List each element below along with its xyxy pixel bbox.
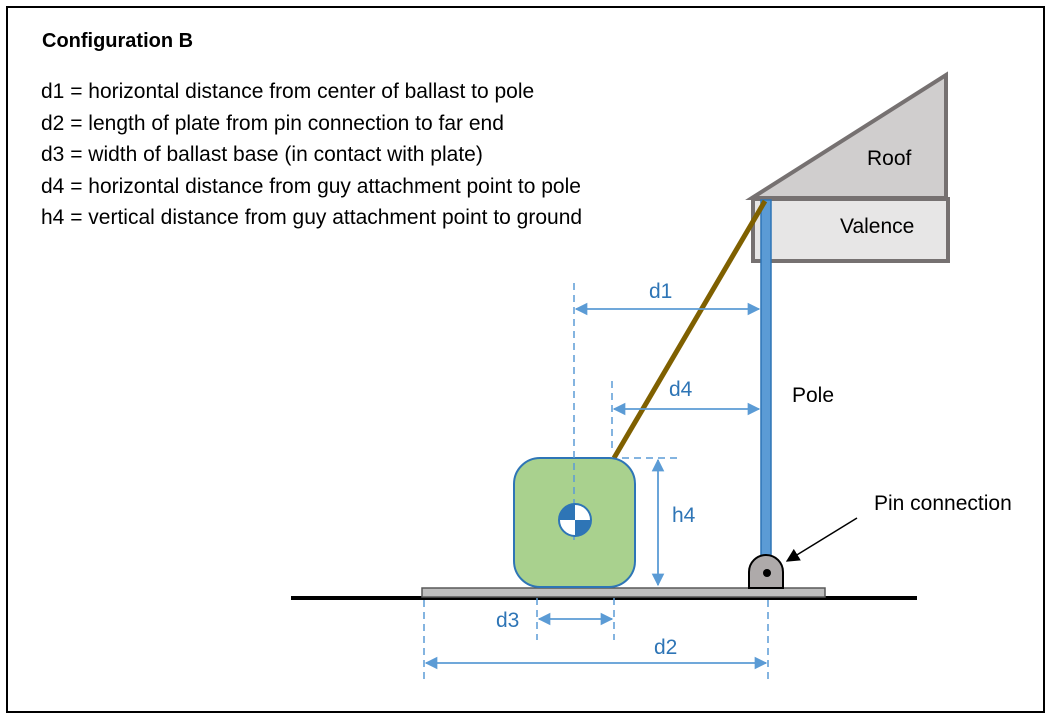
pin-connection-label: Pin connection — [874, 492, 1012, 515]
valence-shape — [751, 197, 950, 263]
figure-frame — [6, 6, 1045, 713]
definition-list: d1 = horizontal distance from center of … — [41, 76, 582, 234]
pole — [760, 199, 772, 561]
roof-shape — [745, 71, 948, 200]
definition-d1: d1 = horizontal distance from center of … — [41, 80, 535, 103]
pole-label: Pole — [792, 384, 834, 407]
definition-d4: d4 = horizontal distance from guy attach… — [41, 174, 581, 198]
h4-label: h4 — [672, 504, 696, 527]
figure-title: Configuration B — [42, 30, 194, 52]
definition-h4: h4 = vertical distance from guy attachme… — [41, 206, 583, 229]
center-of-gravity-icon — [558, 503, 592, 537]
guy-wire — [611, 199, 768, 460]
roof-label: Roof — [867, 147, 912, 170]
base-plate — [421, 587, 826, 598]
definition-d3: d3 = width of ballast base (in contact w… — [41, 143, 483, 166]
d3-label: d3 — [496, 609, 519, 632]
pin-pointer-arrow — [785, 517, 858, 562]
d2-label: d2 — [654, 636, 677, 659]
d4-label: d4 — [669, 378, 693, 401]
pin-hole — [763, 569, 771, 577]
definition-d2: d2 = length of plate from pin connection… — [41, 111, 504, 135]
valence-label: Valence — [840, 215, 914, 238]
d1-label: d1 — [649, 280, 672, 303]
